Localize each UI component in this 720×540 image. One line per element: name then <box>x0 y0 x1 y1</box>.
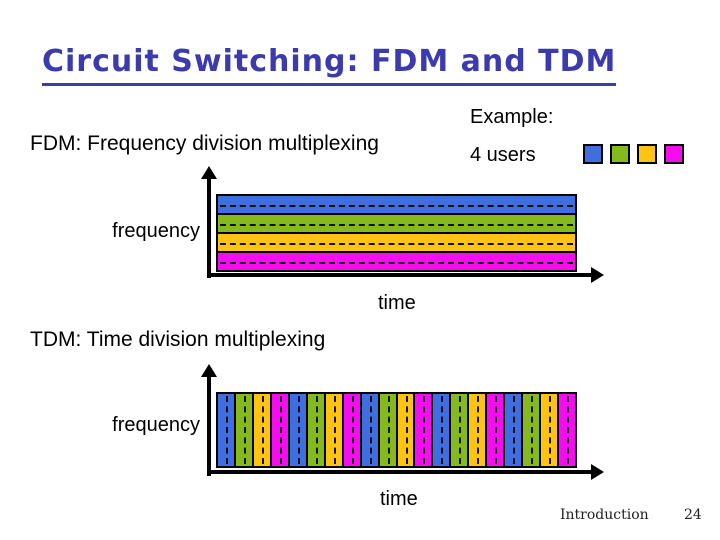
tdm-slot-dashed-line <box>423 396 426 464</box>
tdm-y-axis-line <box>207 377 211 476</box>
tdm-slot-dashed-line <box>333 396 336 464</box>
tdm-slot-magenta <box>341 394 360 466</box>
tdm-slot-green <box>377 394 396 466</box>
tdm-x-axis-arrowhead <box>591 464 604 480</box>
user-color-swatch-blue <box>583 144 603 164</box>
tdm-slot-dashed-line <box>225 396 228 464</box>
fdm-band-dashed-line <box>220 242 573 245</box>
slide-title: Circuit Switching: FDM and TDM <box>42 44 617 86</box>
tdm-slot-yellow <box>251 394 270 466</box>
fdm-x-axis-label: time <box>378 292 416 314</box>
fdm-y-axis-arrowhead <box>201 166 217 179</box>
fdm-band-green <box>218 213 575 232</box>
user-color-swatch-yellow <box>637 144 657 164</box>
fdm-band-blue <box>218 196 575 213</box>
footer-page-number: 24 <box>684 507 702 523</box>
fdm-y-axis-line <box>207 179 211 278</box>
tdm-slot-yellow <box>539 394 558 466</box>
tdm-slot-magenta <box>485 394 504 466</box>
fdm-x-axis-arrowhead <box>591 267 604 283</box>
tdm-slot-green <box>521 394 540 466</box>
tdm-slot-blue <box>287 394 306 466</box>
tdm-slot-green <box>233 394 252 466</box>
tdm-slot-dashed-line <box>261 396 264 464</box>
tdm-slot-area <box>216 392 577 468</box>
tdm-slot-dashed-line <box>531 396 534 464</box>
fdm-band-magenta <box>218 251 575 270</box>
tdm-slot-magenta <box>269 394 288 466</box>
fdm-band-area <box>216 194 577 272</box>
tdm-y-axis-arrowhead <box>201 364 217 377</box>
tdm-slot-yellow <box>323 394 342 466</box>
tdm-slot-blue <box>431 394 450 466</box>
tdm-slot-dashed-line <box>513 396 516 464</box>
fdm-band-dashed-line <box>220 261 573 264</box>
tdm-slot-dashed-line <box>315 396 318 464</box>
tdm-slot-dashed-line <box>459 396 462 464</box>
fdm-band-dashed-line <box>220 204 573 207</box>
tdm-x-axis-label: time <box>380 488 418 510</box>
tdm-slot-green <box>305 394 324 466</box>
users-count-label: 4 users <box>470 144 536 166</box>
fdm-y-axis-label: frequency <box>112 220 200 242</box>
tdm-slot-dashed-line <box>279 396 282 464</box>
example-label: Example: <box>470 106 554 128</box>
fdm-band-dashed-line <box>220 223 573 226</box>
tdm-slot-dashed-line <box>477 396 480 464</box>
tdm-slot-yellow <box>395 394 414 466</box>
tdm-slot-dashed-line <box>297 396 300 464</box>
tdm-slot-magenta <box>557 394 576 466</box>
tdm-slot-dashed-line <box>369 396 372 464</box>
tdm-slot-dashed-line <box>243 396 246 464</box>
tdm-slot-green <box>449 394 468 466</box>
tdm-slot-dashed-line <box>405 396 408 464</box>
footer-section-label: Introduction <box>560 507 649 523</box>
tdm-slot-blue <box>359 394 378 466</box>
tdm-slot-dashed-line <box>567 396 570 464</box>
tdm-slot-dashed-line <box>495 396 498 464</box>
tdm-x-axis-line <box>207 470 593 474</box>
tdm-slot-dashed-line <box>351 396 354 464</box>
tdm-slot-dashed-line <box>387 396 390 464</box>
tdm-slot-dashed-line <box>441 396 444 464</box>
fdm-heading: FDM: Frequency division multiplexing <box>30 132 379 155</box>
tdm-slot-yellow <box>467 394 486 466</box>
tdm-slot-blue <box>503 394 522 466</box>
tdm-slot-blue <box>218 394 234 466</box>
fdm-x-axis-line <box>207 273 593 277</box>
user-color-swatch-green <box>610 144 630 164</box>
fdm-band-yellow <box>218 232 575 251</box>
tdm-heading: TDM: Time division multiplexing <box>30 328 326 351</box>
tdm-slot-magenta <box>413 394 432 466</box>
user-color-swatch-magenta <box>664 144 684 164</box>
tdm-y-axis-label: frequency <box>112 414 200 436</box>
user-color-swatches <box>583 144 684 164</box>
tdm-slot-dashed-line <box>549 396 552 464</box>
